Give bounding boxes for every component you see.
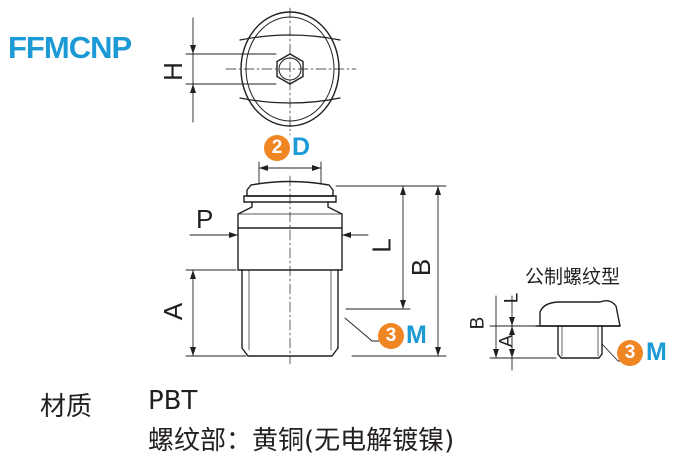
label-l-small: L bbox=[501, 292, 523, 304]
label-p: P bbox=[196, 204, 214, 234]
label-d: D bbox=[292, 133, 311, 161]
dimension-p bbox=[189, 232, 369, 238]
label-a-front: A bbox=[158, 302, 189, 321]
label-b-front: B bbox=[406, 258, 437, 277]
badge-d: 2 bbox=[264, 135, 290, 161]
badge-m-small: 3 bbox=[617, 340, 643, 366]
male-thread-type-title: 公制螺纹型 bbox=[525, 266, 621, 288]
label-b-small: B bbox=[467, 316, 489, 330]
material-value: PBT bbox=[148, 386, 198, 416]
male-thread-view bbox=[535, 299, 639, 362]
dimension-l-b bbox=[335, 185, 447, 357]
top-view bbox=[225, 7, 357, 136]
dimension-h bbox=[185, 17, 277, 123]
dimension-small bbox=[489, 295, 557, 371]
label-m-small: M bbox=[646, 338, 667, 366]
label-m-front: M bbox=[406, 321, 427, 349]
material-thread-part: 螺纹部：黄铜(无电解镀镍) bbox=[148, 426, 455, 456]
model-title: FFMCNP bbox=[8, 30, 132, 65]
leader-m-front bbox=[344, 317, 381, 342]
label-h: H bbox=[157, 62, 188, 81]
dimension-a-front bbox=[185, 269, 247, 357]
front-view bbox=[237, 161, 343, 365]
label-l-front: L bbox=[366, 238, 397, 253]
badge-m-front: 3 bbox=[378, 323, 404, 349]
label-a-small: A bbox=[496, 334, 518, 348]
material-label: 材质 bbox=[40, 392, 93, 422]
